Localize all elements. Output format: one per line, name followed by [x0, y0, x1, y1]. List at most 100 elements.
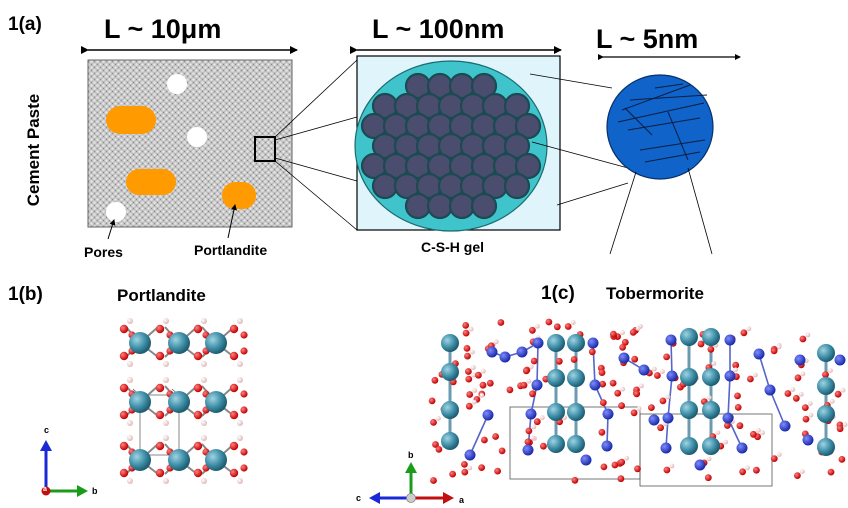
silicon-atom: [779, 420, 791, 432]
oxygen-atom: [609, 379, 617, 387]
oxygen-atom: [498, 447, 506, 455]
calcium-atom: [680, 437, 698, 455]
oxygen-atom: [430, 477, 437, 484]
silicon-atom: [618, 352, 630, 364]
oxygen-atom: [732, 361, 740, 369]
portlandite-title: Portlandite: [117, 286, 206, 305]
hydrogen-atom: [753, 372, 758, 378]
oxygen-atom: [571, 476, 579, 484]
tobermorite-title: Tobermorite: [606, 284, 704, 303]
calcium-atom: [702, 328, 720, 346]
oxygen-atom: [193, 351, 203, 361]
gel-particle: [470, 72, 498, 100]
oxygen-atom: [600, 463, 608, 471]
silicon-atom: [499, 351, 511, 363]
calcium-atom: [680, 328, 698, 346]
oxygen-atom: [614, 389, 622, 397]
oxygen-atom: [229, 324, 239, 334]
axes-triad-tobermorite: [369, 462, 454, 504]
oxygen-atom: [462, 322, 470, 329]
silicon-atom: [694, 459, 706, 471]
axis-c-label-tob: c: [356, 493, 362, 503]
oxygen-atom: [747, 375, 754, 383]
calcium-atom: [205, 391, 227, 413]
oxygen-atom: [724, 422, 731, 429]
oxygen-atom: [461, 461, 468, 468]
oxygen-atom: [240, 331, 248, 339]
axis-c-label: c: [44, 425, 50, 435]
oxygen-atom: [155, 351, 165, 361]
oxygen-atom: [770, 455, 778, 462]
oxygen-atom: [657, 424, 664, 432]
oxygen-atom: [704, 474, 712, 482]
axis-a-label: a: [43, 486, 47, 493]
oxygen-atom: [611, 461, 619, 469]
oxygen-atom: [525, 427, 533, 435]
pore: [167, 74, 187, 94]
calcium-atom: [702, 401, 720, 419]
calcium-atom: [702, 437, 720, 455]
gel-particle: [503, 172, 531, 200]
hydrogen-atom: [471, 399, 477, 405]
oxygen-atom: [838, 456, 846, 463]
hydrogen-atom: [237, 377, 243, 383]
oxygen-atom: [494, 467, 501, 475]
oxygen-atom: [663, 353, 670, 361]
oxygen-atom: [598, 369, 606, 376]
hydrogen-atom: [842, 422, 848, 428]
hydrogen-atom: [163, 377, 169, 383]
hydrogen-atom: [790, 387, 796, 392]
oxygen-atom: [529, 326, 536, 334]
oxygen-atom: [553, 323, 561, 331]
oxygen-atom: [229, 351, 239, 361]
silicon-atom: [794, 354, 806, 366]
calcium-atom: [702, 368, 720, 386]
silicon-atom: [486, 346, 498, 358]
oxygen-atom: [506, 386, 514, 394]
silicon-atom: [665, 334, 677, 346]
calcium-atom: [129, 391, 151, 413]
hydrogen-atom: [706, 456, 712, 462]
hydrogen-atom: [237, 420, 243, 426]
hydrogen-atom: [201, 478, 207, 484]
oxygen-atom: [630, 409, 638, 417]
oxygen-atom: [435, 446, 443, 453]
oxygen-atom: [621, 338, 629, 346]
silicon-atom: [753, 348, 765, 360]
silicon-atom: [531, 379, 543, 391]
hydrogen-atom: [127, 377, 133, 383]
oxygen-atom: [475, 371, 482, 379]
hydrogen-atom: [531, 424, 537, 430]
oxygen-atom: [461, 468, 469, 476]
oxygen-atom: [428, 397, 436, 405]
hydrogen-atom: [201, 420, 207, 426]
oxygen-atom: [707, 345, 715, 353]
oxygen-atom: [520, 381, 528, 389]
oxygen-atom: [481, 436, 488, 444]
oxygen-atom: [599, 380, 606, 388]
hydrogen-atom: [530, 435, 536, 441]
silicon-atom: [516, 346, 528, 358]
oxygen-atom: [555, 357, 563, 365]
silicon-atom: [532, 337, 544, 349]
hydrogen-atom: [467, 465, 473, 471]
gel-particle: [514, 112, 542, 140]
hydrogen-atom: [800, 469, 805, 474]
hydrogen-atom: [798, 391, 804, 397]
hydrogen-atom: [636, 406, 642, 412]
oxygen-atom: [540, 442, 547, 450]
hydrogen-atom: [760, 430, 765, 436]
bond: [536, 342, 539, 386]
bond: [727, 417, 743, 449]
oxygen-atom: [784, 390, 792, 397]
oxygen-atom: [240, 464, 248, 472]
calcium-atom: [817, 344, 835, 362]
axis-a-label-tob: a: [459, 495, 465, 505]
gel-particle: [448, 192, 476, 220]
silicon-atom: [660, 442, 672, 454]
oxygen-atom: [155, 324, 165, 334]
scale-label-paste: L ~ 10μm: [104, 14, 222, 44]
calcium-atom: [441, 401, 459, 419]
oxygen-atom: [524, 438, 532, 446]
calcium-atom: [129, 332, 151, 354]
